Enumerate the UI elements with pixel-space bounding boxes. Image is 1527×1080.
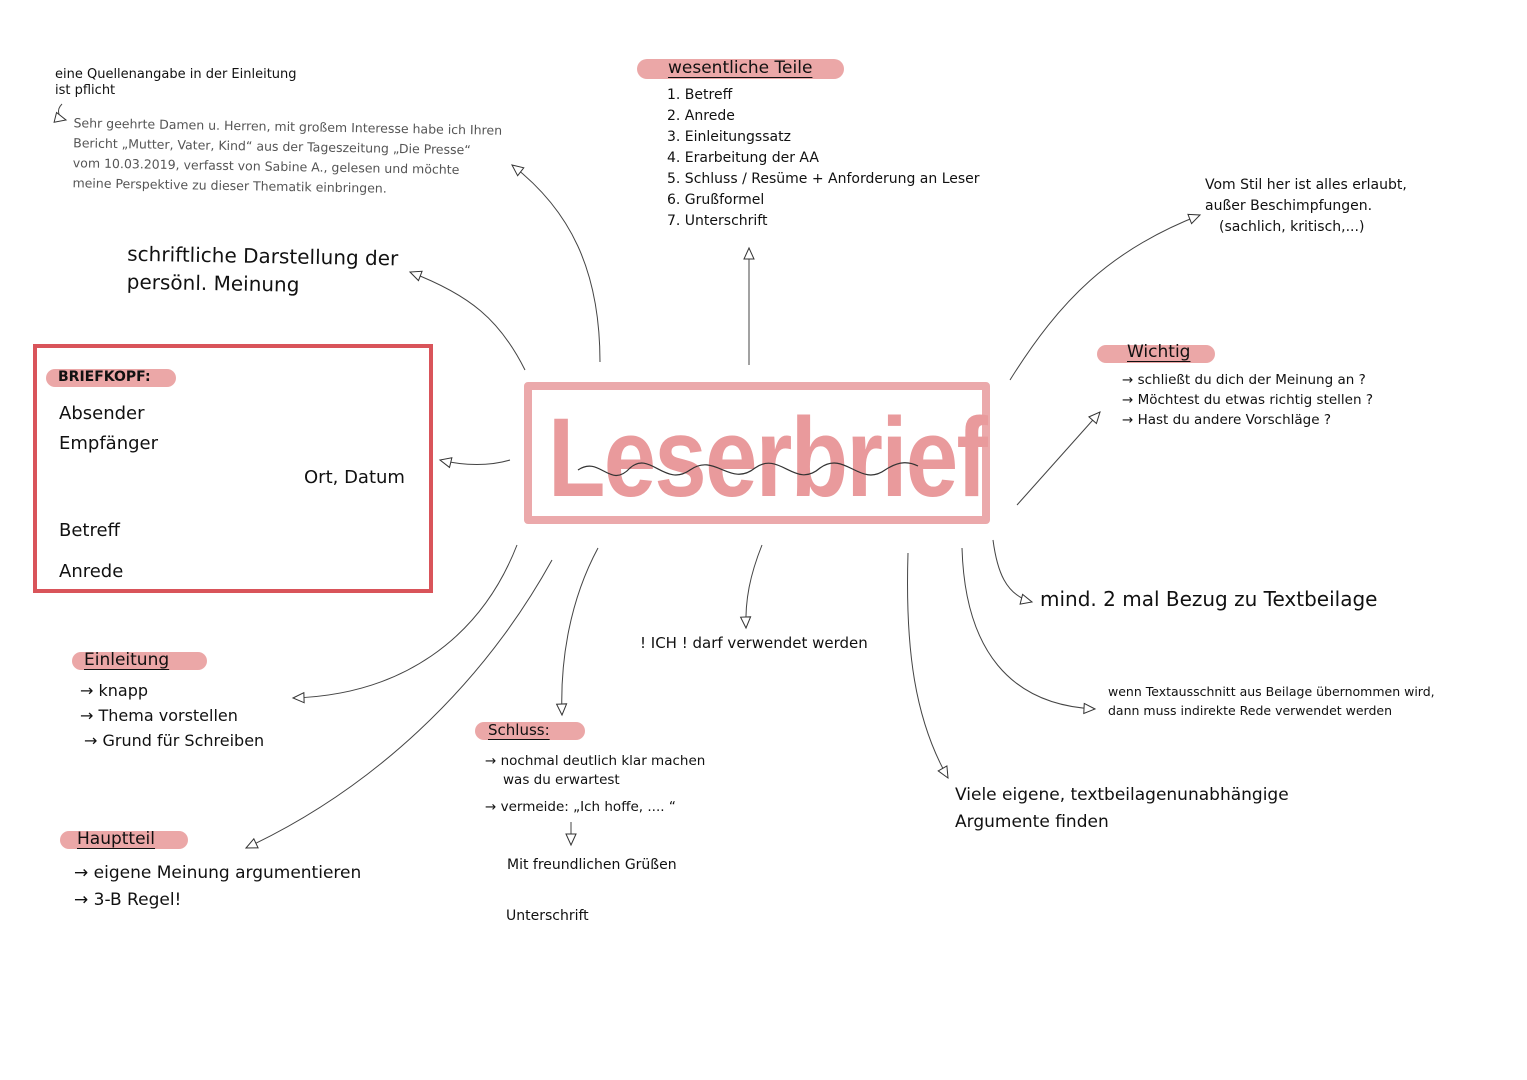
arrow-to-briefkopf [438,457,511,469]
list-item: 4. Erarbeitung der AA [667,150,819,166]
schluss-gruss: Mit freundlichen Grüßen [507,857,677,873]
briefkopf-anrede: Anrede [59,561,124,582]
arrow-to-indirekte-rede [961,547,1097,715]
highlight [60,831,188,849]
list-item: → knapp [80,681,149,700]
wichtig-list: → schließt du dich der Meinung an ? → Mö… [1122,370,1373,430]
schluss-unterschrift: Unterschrift [506,908,589,924]
arrow-to-definition [408,270,526,371]
argumente-note: Viele eigene, textbeilagenunabhängige Ar… [955,782,1289,836]
list-item: 2. Anrede [667,108,735,124]
source-note-title: eine Quellenangabe in der Einleitung ist… [55,67,297,99]
list-item: → vermeide: „Ich hoffe, .... “ [485,799,676,815]
stil-line: außer Beschimpfungen. [1205,198,1373,214]
arrow-to-wichtig [1016,411,1101,506]
briefkopf-ort-datum: Ort, Datum [304,467,405,488]
list-item: → eigene Meinung argumentieren [74,863,362,883]
wesentliche-teile-heading: wesentliche Teile [668,58,813,78]
list-item: 1. Betreff [667,87,733,103]
arrow-to-hauptteil [244,559,553,849]
wesentliche-teile-list: 1. Betreff 2. Anrede 3. Einleitungssatz … [667,85,980,232]
arrow-source-hook [53,103,68,123]
arrow-to-ich [739,544,763,630]
note-line: Argumente finden [955,812,1109,832]
note-line: dann muss indirekte Rede verwendet werde… [1108,703,1393,718]
schluss-heading: Schluss: [488,721,550,739]
ich-note: ! ICH ! darf verwendet werden [640,634,868,652]
highlight [72,652,207,670]
center-title: Leserbrief [548,395,988,520]
list-item: → Thema vorstellen [80,706,238,725]
schluss-list: → nochmal deutlich klar machen was du er… [485,752,705,817]
note-line: wenn Textausschnitt aus Beilage übernomm… [1108,684,1435,699]
hauptteil-list: → eigene Meinung argumentieren → 3-B Reg… [74,860,361,914]
briefkopf-betreff: Betreff [59,520,120,541]
center-node [524,382,990,524]
briefkopf-absender: Absender [59,403,145,424]
stil-line: (sachlich, kritisch,...) [1219,219,1365,235]
hauptteil-heading: Hauptteil [77,829,156,849]
stil-line: Vom Stil her ist alles erlaubt, [1205,177,1407,193]
list-item: → 3-B Regel! [74,890,182,910]
arrow-to-schluss [555,547,599,717]
indirekte-rede-note: wenn Textausschnitt aus Beilage übernomm… [1108,682,1435,720]
list-item: was du erwartest [503,772,620,788]
highlight [637,59,844,79]
arrow-to-stil [1009,213,1202,381]
textbeilage-note: mind. 2 mal Bezug zu Textbeilage [1040,587,1378,611]
stil-note: Vom Stil her ist alles erlaubt, außer Be… [1205,175,1407,238]
highlight [1097,345,1215,363]
list-item: → Grund für Schreiben [84,731,265,750]
highlight [46,369,176,387]
definition: schriftliche Darstellung der persönl. Me… [127,240,399,301]
highlight [475,722,585,740]
arrow-to-source-note [511,164,601,363]
list-item: → Möchtest du etwas richtig stellen ? [1122,392,1373,408]
note-line: Viele eigene, textbeilagenunabhängige [955,785,1289,805]
definition-line: persönl. Meinung [126,269,300,297]
list-item: 6. Grußformel [667,192,765,208]
list-item: 5. Schluss / Resüme + Anforderung an Les… [667,171,980,187]
arrow-to-argumente [907,552,949,780]
list-item: 7. Unterschrift [667,213,768,229]
list-item: → schließt du dich der Meinung an ? [1122,372,1366,388]
briefkopf-box [33,344,433,593]
arrow-to-textbeilage [992,539,1034,605]
list-item: → Hast du andere Vorschläge ? [1122,412,1331,428]
source-note-example: Sehr geehrte Damen u. Herren, mit großem… [72,113,502,200]
wichtig-heading: Wichtig [1127,342,1191,362]
briefkopf-heading: BRIEFKOPF: [58,369,151,385]
list-item: → nochmal deutlich klar machen [485,753,706,769]
arrow-to-einleitung [291,544,518,704]
einleitung-list: → knapp → Thema vorstellen → Grund für S… [80,678,264,753]
list-item: 3. Einleitungssatz [667,129,791,145]
briefkopf-empfaenger: Empfänger [59,433,159,454]
einleitung-heading: Einleitung [84,650,170,670]
